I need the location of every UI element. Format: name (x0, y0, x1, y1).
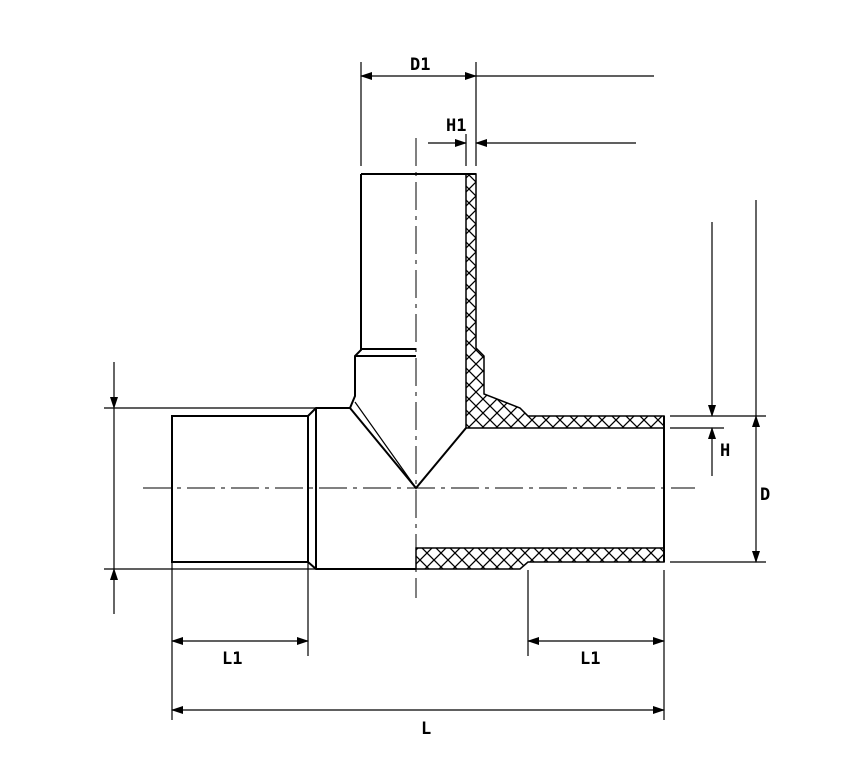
label-d: D (760, 485, 770, 505)
branch-bevel-inner (354, 401, 417, 489)
label-h: H (720, 441, 730, 461)
label-d1: D1 (410, 55, 430, 75)
label-l1-right: L1 (580, 649, 600, 669)
run-bottom-wall-hatch (415, 547, 665, 570)
label-l: L (421, 719, 431, 739)
label-h1: H1 (446, 116, 466, 136)
label-l1-left: L1 (222, 649, 242, 669)
branch-outer-left (349, 174, 362, 409)
left-socket-body (171, 415, 309, 563)
branch-wall-hatch (465, 173, 665, 429)
